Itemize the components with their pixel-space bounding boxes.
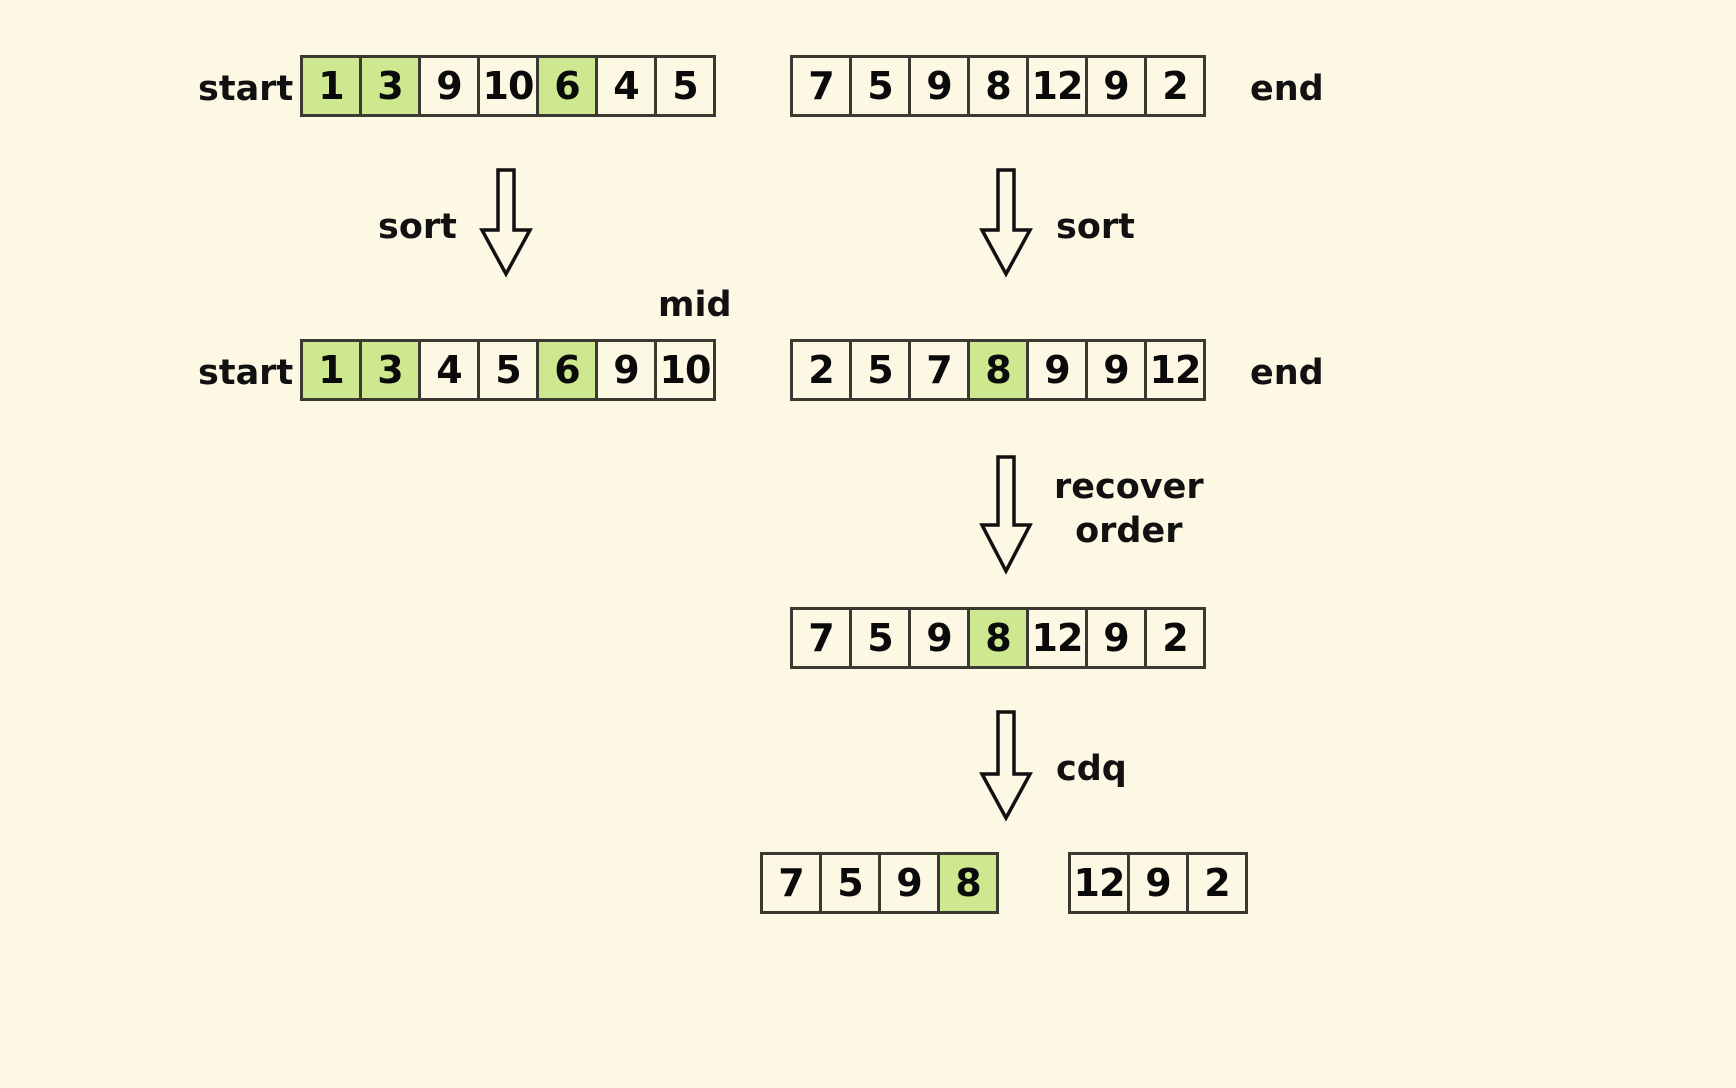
array-cell: 12 [1144,339,1206,401]
array-cell: 3 [359,55,421,117]
row2-left-start-label: start [198,353,294,393]
down-arrow-icon [979,710,1033,822]
array-cell: 9 [418,55,480,117]
array-cell: 1 [300,339,362,401]
array-cell: 7 [790,55,852,117]
array-cell: 1 [300,55,362,117]
array-cell: 9 [1127,852,1189,914]
cdq-label: cdq [1056,749,1127,789]
array-cell: 9 [908,607,970,669]
array-cell: 5 [654,55,716,117]
array-cell: 8 [937,852,999,914]
down-arrow-icon [979,168,1033,278]
array-cell: 9 [1085,607,1147,669]
array-cell: 5 [849,607,911,669]
row2-right-end-label: end [1250,353,1324,393]
array-cell: 7 [790,607,852,669]
array-cell: 12 [1068,852,1130,914]
array-cell: 2 [1186,852,1248,914]
recover-order-line2: order [1075,510,1183,551]
array-cell: 9 [1085,55,1147,117]
array-cell: 8 [967,607,1029,669]
cdq-arrow [978,710,1034,826]
sort-right-label: sort [1056,207,1135,247]
row1-left-start-label: start [198,69,294,109]
array-cell: 3 [359,339,421,401]
sort-right-arrow [978,168,1034,282]
array-cell: 5 [849,55,911,117]
array-cell: 2 [790,339,852,401]
array-cell: 12 [1026,607,1088,669]
down-arrow-icon [479,168,533,278]
array-cell: 12 [1026,55,1088,117]
array-cell: 5 [819,852,881,914]
array-cell: 5 [477,339,539,401]
mid-label: mid [658,285,732,325]
array-cell: 8 [967,339,1029,401]
array-cell: 10 [654,339,716,401]
array-cell: 6 [536,339,598,401]
array-cell: 4 [595,55,657,117]
row1-right-end-label: end [1250,69,1324,109]
array-cell: 5 [849,339,911,401]
array-cell: 9 [1085,339,1147,401]
array-cell: 2 [1144,607,1206,669]
recover-order-arrow [978,455,1034,579]
array-cell: 9 [878,852,940,914]
array-cell: 8 [967,55,1029,117]
array-cell: 10 [477,55,539,117]
sort-left-label: sort [378,207,457,247]
array-cell: 7 [760,852,822,914]
sort-left-arrow [478,168,534,282]
array-cell: 4 [418,339,480,401]
array-cell: 9 [1026,339,1088,401]
recover-order-label: recover order [1054,466,1204,554]
array-cell: 9 [595,339,657,401]
array-cell: 7 [908,339,970,401]
array-cell: 6 [536,55,598,117]
down-arrow-icon [979,455,1033,575]
array-cell: 9 [908,55,970,117]
array-cell: 2 [1144,55,1206,117]
recover-order-line1: recover [1054,467,1204,507]
